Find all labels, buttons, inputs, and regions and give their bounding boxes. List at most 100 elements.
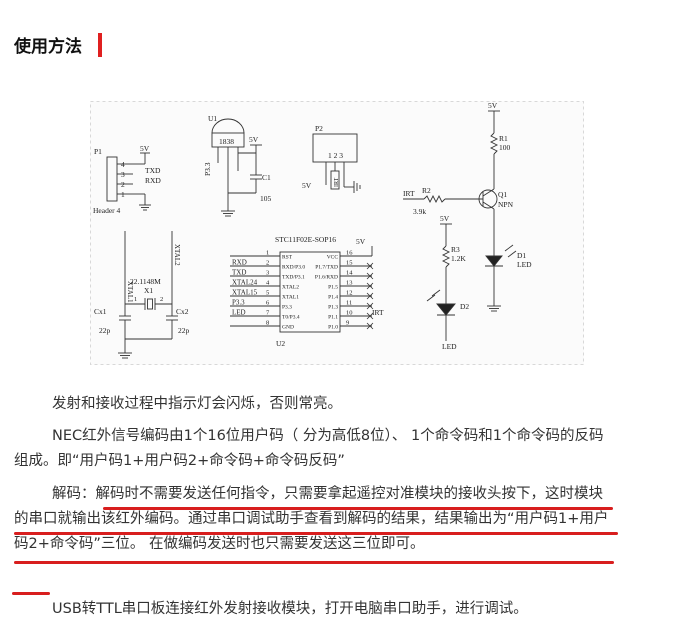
u2-right-pin-name: P1.3 [328, 305, 338, 311]
cx2-label: Cx2 [176, 307, 189, 316]
u2-right-pin-num: 15 [346, 260, 353, 267]
p2-pins: 1 2 3 [328, 151, 343, 160]
u2-right-pin-name: P1.5 [328, 285, 338, 291]
x1-value: 22.1148M [130, 277, 161, 286]
r3-5v: 5V [440, 214, 450, 223]
r1-value: 100 [499, 143, 511, 152]
u2-right-pin-num: 10 [346, 310, 353, 317]
u2-right-pin-name: P1.4 [328, 295, 338, 301]
circuit-schematic: P1 5V 4 3 2 1 TXD RXD Header 4 U1 1838 5… [90, 101, 584, 365]
c1-value: 105 [260, 194, 272, 203]
r2-label: R2 [422, 186, 431, 195]
u2-irt: IRT [372, 308, 384, 317]
u2-left-net: LED [232, 309, 246, 317]
u2-left-pin-name: XTAL1 [282, 295, 299, 301]
u1-p33: P3.3 [203, 162, 212, 176]
u2-right-pin-name: P1.6/RXD [315, 275, 338, 281]
r3-value: 1.2K [451, 254, 466, 263]
u2-left-net: P3.3 [232, 299, 245, 307]
u2-right-pin-name: P1.7/TXD [315, 265, 338, 271]
p1-txd: TXD [145, 166, 161, 175]
r1-label: R1 [499, 134, 508, 143]
c1-label: C1 [262, 173, 271, 182]
red-underline-1 [103, 507, 613, 510]
u2-nc-mark [366, 262, 374, 270]
p1-pin-4: 4 [121, 160, 125, 169]
u2-left-pin-name: TXD/P3.1 [282, 275, 305, 281]
d1-label: D1 [517, 251, 526, 260]
u2-left-net: TXD [232, 269, 246, 277]
u1-part: 1838 [219, 137, 234, 146]
p2-irt: IRT [334, 177, 340, 187]
u2-nc-mark [366, 272, 374, 280]
title-accent-bar [98, 33, 102, 57]
u2-left-pin-num: 1 [266, 250, 269, 257]
u2-nc-mark [366, 282, 374, 290]
red-underline-3 [14, 561, 614, 564]
red-underline-2 [14, 532, 618, 535]
x1-label: X1 [144, 286, 153, 295]
red-underline-4 [12, 592, 50, 595]
u2-right-pin-name: P1.0 [328, 325, 338, 331]
text-paragraph-indicator: 发射和接收过程中指示灯会闪烁，否则常亮。 [52, 396, 342, 412]
u2-right-pin-num: 14 [346, 270, 353, 277]
u2-left-pin-num: 7 [266, 310, 270, 317]
p1-label: P1 [94, 147, 102, 156]
u2-left-pin-name: XTAL2 [282, 285, 299, 291]
xtal2-label: XTAL2 [173, 244, 181, 266]
u2-left-pin-num: 6 [266, 300, 270, 307]
text-paragraph-nec: NEC红外信号编码由1个16位用户码（ 分为高低8位）、 1个命令码和1个命令码… [14, 428, 604, 469]
p1-name: Header 4 [93, 206, 121, 215]
d2-label: D2 [460, 302, 469, 311]
u2-right-pin-num: 12 [346, 290, 353, 297]
d1-led: LED [517, 260, 532, 269]
u2-left-pin-name: GND [282, 325, 294, 331]
page-title: 使用方法 [14, 37, 82, 57]
xtal1-label: XTAL1 [126, 281, 134, 303]
u2-left-net: XTAL15 [232, 289, 258, 297]
cx1-label: Cx1 [94, 307, 107, 316]
r2-value: 3.9k [413, 207, 426, 216]
p1-pin-3: 3 [121, 170, 125, 179]
u2-left-pin-name: T0/P3.4 [282, 315, 300, 321]
u2-left-pin-num: 2 [266, 260, 269, 267]
p1-pin-2: 2 [121, 180, 125, 189]
r3-label: R3 [451, 245, 460, 254]
u2-5v: 5V [356, 237, 366, 246]
u2-right-pin-name: P1.1 [328, 315, 338, 321]
u2-left-pin-name: RXD/P3.0 [282, 265, 305, 271]
u2-left-pin-num: 3 [266, 270, 269, 277]
u2-right-pin-num: 9 [346, 320, 349, 327]
p2-label: P2 [315, 124, 323, 133]
d2-led: LED [442, 342, 457, 351]
u2-right-pin-num: 13 [346, 280, 353, 287]
u2-nc-mark [366, 322, 374, 330]
u2-left-pin-name: P3.3 [282, 305, 292, 311]
p1-rxd: RXD [145, 176, 161, 185]
svg-text:2: 2 [160, 296, 163, 303]
irt-net: IRT [403, 189, 415, 198]
q1-label: Q1 [498, 190, 507, 199]
u2-right-pin-num: 11 [346, 300, 352, 307]
u2-nc-mark [366, 312, 374, 320]
u2-right-pin-num: 16 [346, 250, 353, 257]
u2-left-pin-name: RST [282, 255, 293, 261]
u2-left-net: RXD [232, 259, 247, 267]
u2-label: U2 [276, 339, 285, 348]
cx2-value: 22p [178, 326, 190, 335]
p1-pin-1: 1 [121, 190, 125, 199]
u2-nc-mark [366, 302, 374, 310]
u2-name: STC11F02E-SOP16 [275, 235, 336, 244]
u2-left-pin-num: 8 [266, 320, 269, 327]
u1-5v: 5V [249, 135, 259, 144]
u2-nc-mark [366, 292, 374, 300]
cx1-value: 22p [99, 326, 111, 335]
p1-5v: 5V [140, 144, 150, 153]
u2-left-pin-num: 4 [266, 280, 270, 287]
u1-label: U1 [208, 114, 217, 123]
u2-left-net: XTAL24 [232, 279, 258, 287]
q1-type: NPN [498, 200, 514, 209]
p2-5v: 5V [302, 181, 312, 190]
u2-left-pin-num: 5 [266, 290, 269, 297]
